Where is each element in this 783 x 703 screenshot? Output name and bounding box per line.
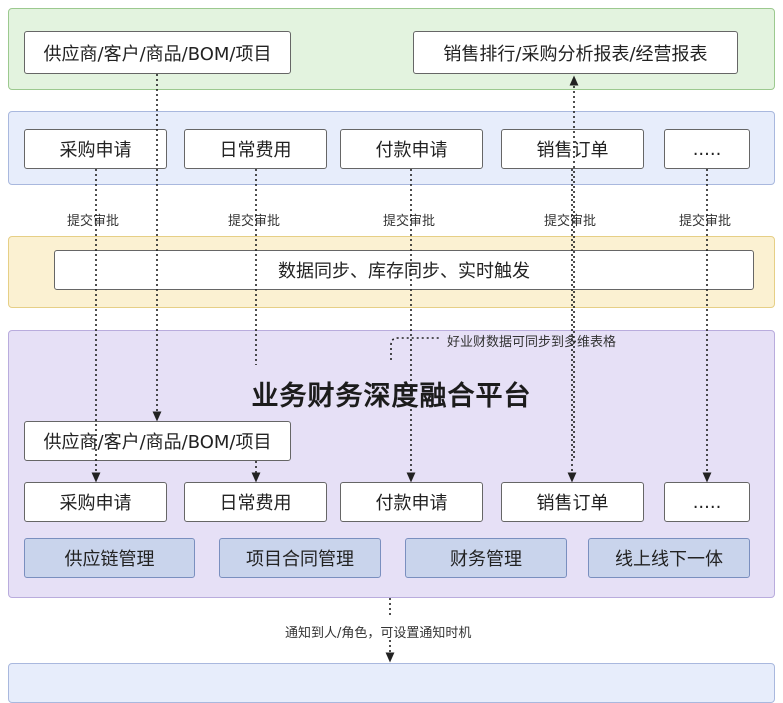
platform-item-purchase-request: 采购申请	[24, 482, 167, 522]
app-item-payment-request: 付款申请	[340, 129, 483, 169]
approval-label-5: 提交审批	[679, 214, 732, 229]
approval-label-1: 提交审批	[67, 214, 120, 229]
approval-label-2: 提交审批	[228, 214, 281, 229]
sync-bar: 数据同步、库存同步、实时触发	[54, 250, 754, 290]
platform-title: 业务财务深度融合平台	[251, 381, 532, 412]
platform-item-daily-expense: 日常费用	[184, 482, 327, 522]
module-finance: 财务管理	[405, 538, 567, 578]
approval-label-3: 提交审批	[383, 214, 436, 229]
reports-box: 销售排行/采购分析报表/经营报表	[413, 31, 738, 74]
app-item-daily-expense: 日常费用	[184, 129, 327, 169]
module-project-contract: 项目合同管理	[219, 538, 381, 578]
approval-label-4: 提交审批	[544, 214, 597, 229]
connector-lines	[91, 74, 712, 663]
module-online-offline: 线上线下一体	[588, 538, 750, 578]
platform-master-data-box: 供应商/客户/商品/BOM/项目	[24, 421, 291, 461]
app-item-purchase-request: 采购申请	[24, 129, 167, 169]
sync-note-branch	[390, 337, 440, 360]
platform-item-sales-order: 销售订单	[501, 482, 644, 522]
notify-label: 通知到人/角色，可设置通知时机	[285, 626, 472, 641]
master-data-box: 供应商/客户/商品/BOM/项目	[24, 31, 291, 74]
module-supply-chain: 供应链管理	[24, 538, 195, 578]
app-item-sales-order: 销售订单	[501, 129, 644, 169]
app-item-more: .....	[664, 129, 750, 169]
platform-item-more: .....	[664, 482, 750, 522]
platform-item-payment-request: 付款申请	[340, 482, 483, 522]
